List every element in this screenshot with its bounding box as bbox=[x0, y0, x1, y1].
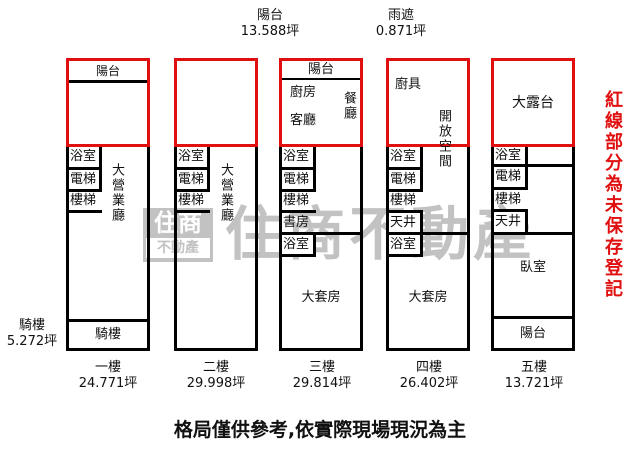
floor-1-balcony-divider bbox=[69, 80, 147, 83]
floor-3-suite: 大套房 bbox=[301, 290, 341, 305]
floor-4-caption: 四樓 26.402坪 bbox=[379, 360, 479, 392]
floor-3-bath-2: 浴室 bbox=[282, 235, 316, 257]
floor-3-dining: 餐廳 bbox=[341, 91, 356, 121]
floor-3-suite-divider bbox=[282, 232, 360, 235]
floor-5-elevator: 電梯 bbox=[494, 167, 528, 190]
balcony-label-name: 陽台 bbox=[256, 8, 283, 23]
floor-2-name: 二樓 bbox=[202, 360, 229, 375]
floor-5-terrace: 大露台 bbox=[512, 95, 554, 111]
floor-5-bedroom-divider bbox=[494, 232, 572, 235]
floor-3-caption: 三樓 29.814坪 bbox=[272, 360, 372, 392]
disclaimer-footer: 格局僅供參考,依實際現場現況為主 bbox=[173, 419, 467, 441]
floor-4-kitchenware: 廚具 bbox=[394, 77, 421, 92]
floor-1-stairs: 樓梯 bbox=[70, 193, 97, 208]
arcade-label-area: 5.272坪 bbox=[6, 334, 58, 349]
floor-2-caption: 二樓 29.998坪 bbox=[166, 360, 266, 392]
floor-3-unregistered-area bbox=[279, 58, 363, 147]
canopy-area-label: 雨遮 0.871坪 bbox=[366, 8, 436, 40]
watermark-logo-bottom: 不動產 bbox=[146, 238, 210, 258]
floor-5-name: 五樓 bbox=[520, 360, 547, 375]
floor-3-area: 29.814坪 bbox=[292, 376, 352, 391]
floor-5-unregistered-area bbox=[491, 58, 575, 147]
floor-3-living: 客廳 bbox=[289, 113, 316, 128]
floor-5-caption: 五樓 13.721坪 bbox=[484, 360, 584, 392]
floor-1-unregistered-area bbox=[66, 58, 150, 147]
floor-4-bath: 浴室 bbox=[389, 147, 423, 170]
floor-1-balcony: 陽台 bbox=[95, 63, 120, 78]
floor-3-elevator: 電梯 bbox=[282, 170, 316, 192]
floor-5-balcony: 陽台 bbox=[519, 325, 546, 341]
floor-2-bath: 浴室 bbox=[177, 147, 210, 170]
floor-3-balcony-divider bbox=[282, 78, 360, 80]
floor-3-name: 三樓 bbox=[308, 360, 335, 375]
floor-3-bath: 浴室 bbox=[282, 147, 316, 170]
arcade-label-name: 騎樓 bbox=[18, 318, 45, 333]
balcony-area-label: 陽台 13.588坪 bbox=[230, 8, 310, 40]
floor-5-area: 13.721坪 bbox=[504, 376, 564, 391]
floor-2-stairs-line bbox=[177, 210, 210, 213]
floor-3-balcony: 陽台 bbox=[307, 61, 334, 77]
floor-2-unregistered-area bbox=[174, 58, 258, 147]
floor-2-elevator: 電梯 bbox=[177, 170, 210, 192]
canopy-label-area: 0.871坪 bbox=[375, 24, 427, 39]
floor-1-bath: 浴室 bbox=[69, 147, 102, 170]
arcade-area-label: 騎樓 5.272坪 bbox=[0, 318, 64, 350]
floor-2-main-hall: 大營業廳 bbox=[218, 163, 233, 223]
floor-3-kitchen: 廚房 bbox=[289, 85, 316, 100]
watermark-logo: 住商 不動產 bbox=[143, 208, 213, 262]
floor-2-area: 29.998坪 bbox=[186, 376, 246, 391]
watermark-logo-top: 住商 bbox=[154, 209, 202, 237]
floor-4-name: 四樓 bbox=[415, 360, 442, 375]
floor-1-arcade-divider bbox=[69, 319, 147, 322]
floor-4-elevator: 電梯 bbox=[389, 170, 423, 192]
floor-4-suite: 大套房 bbox=[408, 290, 448, 305]
floor-5-bedroom: 臥室 bbox=[519, 260, 546, 275]
floor-1-caption: 一樓 24.771坪 bbox=[58, 360, 158, 392]
floor-5-balcony-divider bbox=[494, 316, 572, 319]
floor-4-suite-divider bbox=[389, 232, 467, 235]
floor-1-area: 24.771坪 bbox=[78, 376, 138, 391]
floor-4-unregistered-area bbox=[386, 58, 470, 147]
floor-4-bath-2: 浴室 bbox=[389, 235, 423, 257]
floor-4-stairs: 樓梯 bbox=[390, 193, 417, 208]
floor-1-arcade: 騎樓 bbox=[94, 327, 121, 342]
floor-4-area: 26.402坪 bbox=[399, 376, 459, 391]
canopy-label-name: 雨遮 bbox=[387, 8, 414, 23]
floor-1-name: 一樓 bbox=[94, 360, 121, 375]
floor-5-stairs: 樓梯 bbox=[495, 191, 522, 207]
floor-1-stairs-line bbox=[69, 210, 102, 213]
floor-5-bath-divider bbox=[494, 164, 572, 167]
unregistered-note: 紅線部分為未保存登記 bbox=[602, 90, 623, 300]
floor-3-study: 書房 bbox=[283, 214, 310, 230]
floor-2-stairs: 樓梯 bbox=[178, 193, 205, 208]
floor-3-stairs: 樓梯 bbox=[283, 193, 310, 208]
floor-3-stairs-line bbox=[282, 210, 316, 213]
floor-1-main-hall: 大營業廳 bbox=[109, 163, 124, 223]
watermark-text: 住商不動產 bbox=[225, 200, 536, 268]
floor-5-lightwell: 天井 bbox=[494, 209, 528, 235]
floor-1-elevator: 電梯 bbox=[69, 170, 102, 192]
floor-4-open-space: 開放空間 bbox=[436, 109, 451, 169]
balcony-label-area: 13.588坪 bbox=[240, 24, 300, 39]
